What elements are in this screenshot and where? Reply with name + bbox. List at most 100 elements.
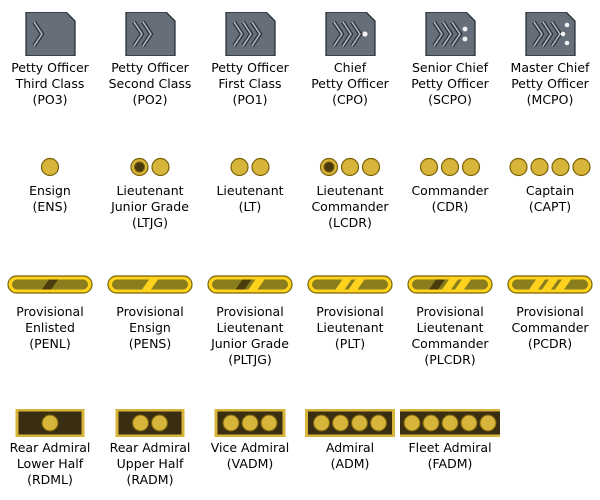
stripe-icon bbox=[542, 279, 558, 290]
provisional-bar-icon bbox=[507, 275, 593, 294]
pip-icon bbox=[440, 157, 460, 177]
rank-label-line: Lieutenant bbox=[216, 320, 284, 335]
board-shape bbox=[115, 409, 185, 437]
rank-label: Admiral(ADM) bbox=[300, 440, 400, 472]
rank-label-line: Second Class bbox=[108, 76, 192, 91]
rank-label-line: Rear Admiral bbox=[9, 440, 91, 455]
rank-label: Ensign(ENS) bbox=[0, 183, 100, 215]
rank-label-line: Commander bbox=[311, 199, 389, 214]
chevron-icon bbox=[142, 21, 152, 47]
rank-label-line: Commander bbox=[411, 183, 489, 198]
rank-label-line: (MCPO) bbox=[526, 92, 574, 107]
officer-pips-icon bbox=[509, 157, 591, 177]
rank-label-line: Admiral bbox=[325, 440, 375, 455]
chevron-icon bbox=[133, 21, 143, 47]
star-icon bbox=[560, 31, 566, 37]
enlisted-badge-icon bbox=[325, 12, 376, 56]
rank-label-line: First Class bbox=[218, 76, 282, 91]
rank-label-line: Petty Officer bbox=[111, 60, 189, 75]
rank-label: Lieutenant(LT) bbox=[200, 183, 300, 215]
rank-label-line: (ENS) bbox=[32, 199, 68, 214]
rank-label: Vice Admiral(VADM) bbox=[200, 440, 300, 472]
chevron-icon bbox=[242, 21, 252, 47]
rank-label-line: Rear Admiral bbox=[109, 440, 191, 455]
enlisted-badge-icon bbox=[225, 12, 276, 56]
stripe-icon bbox=[248, 279, 265, 290]
provisional-bar-icon bbox=[107, 275, 193, 294]
rank-label-line: (PLT) bbox=[334, 336, 366, 351]
rank-label-line: Captain bbox=[525, 183, 575, 198]
star-icon bbox=[564, 22, 570, 28]
rank-label-line: Provisional bbox=[116, 304, 184, 319]
rank-label-line: Provisional bbox=[216, 304, 284, 319]
rank-label-line: (PO2) bbox=[132, 92, 168, 107]
provisional-bar-icon bbox=[7, 275, 93, 294]
provisional-bar-icon bbox=[407, 275, 493, 294]
rank-label-line: Petty Officer bbox=[511, 76, 589, 91]
chevron-icon bbox=[533, 21, 543, 47]
bar-inner bbox=[212, 279, 288, 290]
badge-shape bbox=[25, 12, 76, 56]
flag-board-icon bbox=[15, 409, 85, 437]
rank-label-line: Provisional bbox=[316, 304, 384, 319]
stripe-icon bbox=[429, 279, 445, 290]
rank-label-line: Lieutenant bbox=[116, 183, 184, 198]
rank-label-line: Petty Officer bbox=[411, 76, 489, 91]
stripe-icon bbox=[335, 279, 352, 290]
rank-label: Commander(CDR) bbox=[400, 183, 500, 215]
board-shape bbox=[15, 409, 85, 437]
rank-label-line: Petty Officer bbox=[311, 76, 389, 91]
provisional-bar-icon bbox=[307, 275, 393, 294]
rank-label-line: Chief bbox=[333, 60, 367, 75]
pip-icon bbox=[260, 414, 278, 432]
provisional-bar-icon bbox=[207, 275, 293, 294]
rank-label-line: Enlisted bbox=[25, 320, 75, 335]
rank-label-line: (PO3) bbox=[32, 92, 68, 107]
rank-label-line: Lower Half bbox=[16, 456, 84, 471]
pip-icon bbox=[41, 414, 59, 432]
chevron-icon bbox=[351, 21, 361, 47]
rank-label-line: Third Class bbox=[15, 76, 85, 91]
chevron-icon bbox=[33, 21, 43, 47]
officer-pips-icon bbox=[40, 157, 60, 177]
rank-label: Captain(CAPT) bbox=[500, 183, 600, 215]
rank-label-line: (ADM) bbox=[330, 456, 370, 471]
rank-label-line: (SCPO) bbox=[428, 92, 472, 107]
enlisted-badge-icon bbox=[25, 12, 76, 56]
chevron-icon bbox=[233, 21, 243, 47]
rank-label-line: Master Chief bbox=[510, 60, 590, 75]
stripe-icon bbox=[142, 279, 158, 290]
rank-label-line: Lieutenant bbox=[216, 183, 284, 198]
pip-icon bbox=[461, 157, 481, 177]
rank-label-line: Ensign bbox=[29, 183, 71, 198]
rank-label: Fleet Admiral(FADM) bbox=[400, 440, 500, 472]
chevron-icon bbox=[451, 21, 461, 47]
rank-label-line: (PENS) bbox=[128, 336, 172, 351]
pip-icon bbox=[40, 157, 60, 177]
pip-icon bbox=[230, 157, 249, 177]
bar-inner bbox=[312, 279, 388, 290]
chevron-icon bbox=[333, 21, 343, 47]
rank-label-line: Lieutenant bbox=[316, 183, 384, 198]
chevron-icon bbox=[342, 21, 352, 47]
rank-label-line: Lieutenant bbox=[316, 320, 384, 335]
enlisted-badge-icon bbox=[425, 12, 476, 56]
rank-label-line: Commander bbox=[411, 336, 489, 351]
rank-label-line: Upper Half bbox=[116, 456, 184, 471]
rank-label-line: Fleet Admiral bbox=[408, 440, 492, 455]
enlisted-badge-icon bbox=[525, 12, 576, 56]
rank-label-line: Provisional bbox=[416, 304, 484, 319]
pip-icon bbox=[422, 414, 440, 432]
chevron-icon bbox=[251, 21, 261, 47]
rank-label-line: (RDML) bbox=[27, 472, 73, 487]
pip-icon bbox=[551, 157, 570, 177]
stripe-icon bbox=[348, 279, 365, 290]
